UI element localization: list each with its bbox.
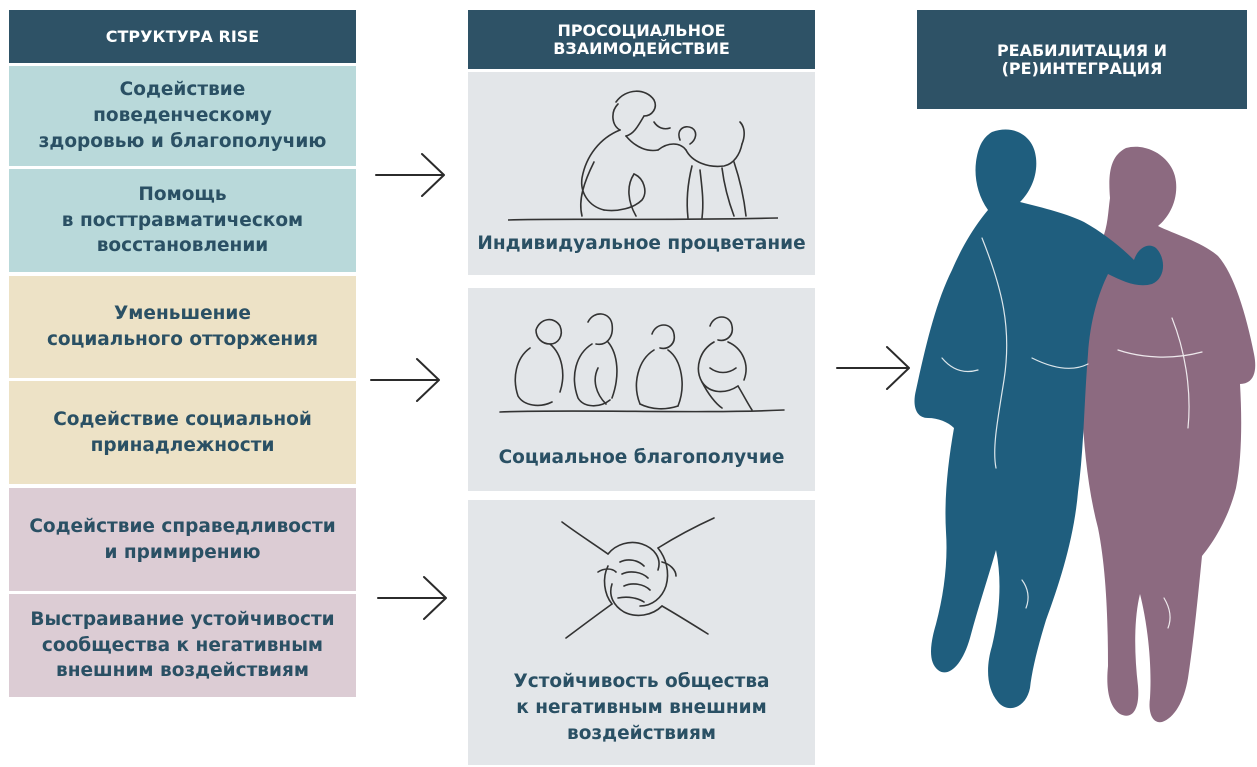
group-sitting-icon: [499, 313, 785, 413]
rise-item-justice-reconciliation: Содействие справедливости и примирению: [9, 488, 356, 591]
rehabilitation-reintegration-header: РЕАБИЛИТАЦИЯ И (РЕ)ИНТЕГРАЦИЯ: [917, 10, 1247, 109]
rise-framework-header: СТРУКТУРА RISE: [9, 10, 356, 63]
social-wellbeing-panel: Социальное благополучие: [468, 288, 815, 491]
joined-hands-icon: [561, 517, 715, 639]
individual-flourishing-label: Индивидуальное процветание: [477, 233, 806, 255]
prosocial-interaction-header: ПРОСОЦИАЛЬНОЕ ВЗАИМОДЕЙСТВИЕ: [468, 10, 815, 69]
rise-item-social-belonging: Содействие социальной принадлежности: [9, 381, 356, 484]
rise-item-reduce-social-exclusion: Уменьшение социального отторжения: [9, 276, 356, 378]
rise-item-post-trauma-recovery: Помощь в посттравматическом восстановлен…: [9, 169, 356, 272]
arrow-right-icon: [377, 576, 447, 620]
arrow-right-icon: [836, 346, 910, 390]
blue-person-figure: [914, 129, 1164, 709]
community-resilience-label: Устойчивость общества к негативным внешн…: [513, 671, 770, 744]
two-people-walking-icon: [914, 129, 1256, 723]
community-resilience-panel: Устойчивость общества к негативным внешн…: [468, 500, 815, 765]
social-wellbeing-label: Социальное благополучие: [498, 447, 785, 469]
arrow-right-icon: [375, 153, 445, 197]
arrow-right-icon: [370, 358, 440, 402]
rise-item-behavioral-health: Содействие поведенческому здоровью и бла…: [9, 66, 356, 166]
individual-flourishing-panel: Индивидуальное процветание: [468, 72, 815, 275]
person-with-dog-icon: [508, 90, 778, 221]
rise-item-community-resilience: Выстраивание устойчивости сообщества к н…: [9, 594, 356, 697]
